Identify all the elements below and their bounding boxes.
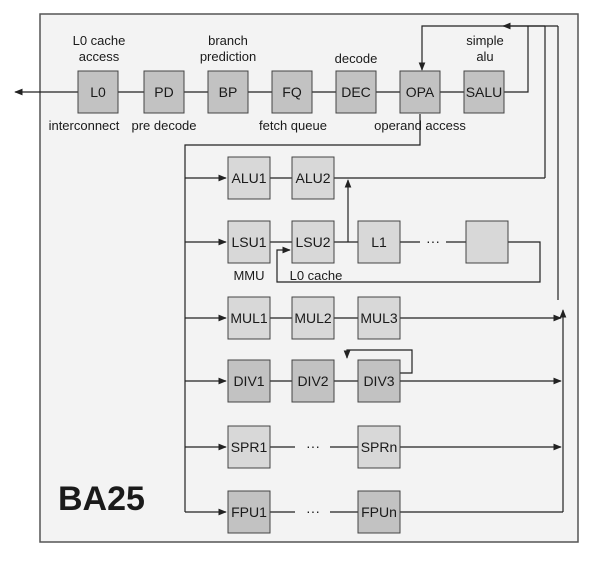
stage-dec-label: DEC bbox=[341, 84, 371, 100]
label-prediction: prediction bbox=[200, 49, 256, 64]
unit-mul2-label: MUL2 bbox=[294, 310, 332, 326]
unit-mul2: MUL2 bbox=[291, 296, 335, 340]
unit-div1-label: DIV1 bbox=[233, 373, 264, 389]
unit-mul1: MUL1 bbox=[227, 296, 271, 340]
unit-fpun-label: FPUn bbox=[361, 504, 397, 520]
label-l0-cache: L0 cache bbox=[73, 33, 126, 48]
unit-mul1-label: MUL1 bbox=[230, 310, 268, 326]
label-alu: alu bbox=[476, 49, 493, 64]
stage-pd: PD bbox=[143, 70, 185, 114]
unit-fpu1: FPU1 bbox=[227, 490, 271, 534]
unit-alu1-label: ALU1 bbox=[231, 170, 266, 186]
unit-lsu-last bbox=[465, 220, 509, 264]
unit-alu2: ALU2 bbox=[291, 156, 335, 200]
unit-spr1-label: SPR1 bbox=[231, 439, 268, 455]
unit-lsu2-label: LSU2 bbox=[295, 234, 330, 250]
label-mmu: MMU bbox=[233, 268, 264, 283]
stage-salu-label: SALU bbox=[466, 84, 503, 100]
unit-l1: L1 bbox=[357, 220, 401, 264]
unit-sprn: SPRn bbox=[357, 425, 401, 469]
unit-div3-label: DIV3 bbox=[363, 373, 394, 389]
lsu-ellipsis: ··· bbox=[426, 233, 440, 249]
stage-salu: SALU bbox=[463, 70, 505, 114]
label-decode: decode bbox=[335, 51, 378, 66]
label-pre-decode: pre decode bbox=[131, 118, 196, 133]
stage-l0: L0 bbox=[77, 70, 119, 114]
label-branch: branch bbox=[208, 33, 248, 48]
stage-fq-label: FQ bbox=[282, 84, 302, 100]
unit-spr1: SPR1 bbox=[227, 425, 271, 469]
stage-opa: OPA bbox=[399, 70, 441, 114]
unit-div1: DIV1 bbox=[227, 359, 271, 403]
stage-l0-label: L0 bbox=[90, 84, 106, 100]
spr-ellipsis: ··· bbox=[306, 438, 320, 454]
unit-fpu1-label: FPU1 bbox=[231, 504, 267, 520]
unit-mul3: MUL3 bbox=[357, 296, 401, 340]
stage-bp: BP bbox=[207, 70, 249, 114]
unit-alu2-label: ALU2 bbox=[295, 170, 330, 186]
stage-dec: DEC bbox=[335, 70, 377, 114]
unit-div2-label: DIV2 bbox=[297, 373, 328, 389]
label-operand-access: operand access bbox=[374, 118, 466, 133]
label-l0-cache-lsu: L0 cache bbox=[290, 268, 343, 283]
label-l0-access: access bbox=[79, 49, 120, 64]
unit-lsu1-label: LSU1 bbox=[231, 234, 266, 250]
stage-bp-label: BP bbox=[219, 84, 238, 100]
unit-alu1: ALU1 bbox=[227, 156, 271, 200]
fpu-ellipsis: ··· bbox=[306, 503, 320, 519]
unit-l1-label: L1 bbox=[371, 234, 387, 250]
label-simple: simple bbox=[466, 33, 504, 48]
stage-opa-label: OPA bbox=[406, 84, 435, 100]
unit-div3: DIV3 bbox=[357, 359, 401, 403]
unit-lsu2: LSU2 bbox=[291, 220, 335, 264]
unit-mul3-label: MUL3 bbox=[360, 310, 398, 326]
label-interconnect: interconnect bbox=[49, 118, 120, 133]
unit-sprn-label: SPRn bbox=[361, 439, 398, 455]
stage-fq: FQ bbox=[271, 70, 313, 114]
unit-lsu1: LSU1 bbox=[227, 220, 271, 264]
unit-fpun: FPUn bbox=[357, 490, 401, 534]
diagram-title: BA25 bbox=[58, 480, 145, 518]
stage-pd-label: PD bbox=[154, 84, 173, 100]
wires bbox=[14, 22, 567, 516]
label-fetch-queue: fetch queue bbox=[259, 118, 327, 133]
unit-div2: DIV2 bbox=[291, 359, 335, 403]
